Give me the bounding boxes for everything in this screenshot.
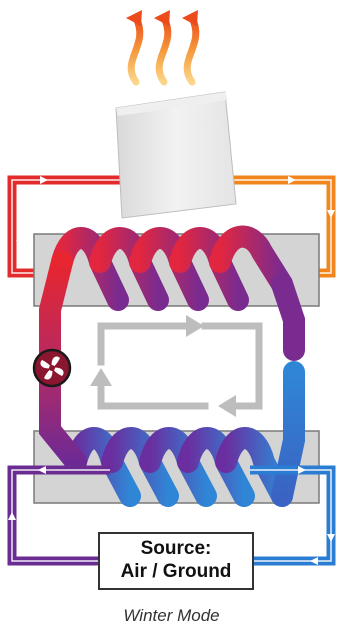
evaporator-coil — [65, 427, 293, 507]
refrigerant-right-bottom-pipe — [271, 361, 305, 507]
mode-caption: Winter Mode — [123, 606, 220, 625]
flow-arrow-icon — [327, 534, 335, 542]
heat-wave-arrowheads — [126, 10, 198, 26]
flow-arrow-icon — [298, 466, 306, 474]
radiator-icon — [115, 91, 237, 219]
source-type: Air / Ground — [120, 561, 232, 582]
cycle-arrowheads — [90, 315, 236, 417]
bottom-source-loop — [7, 465, 336, 566]
flow-arrow-icon — [310, 557, 318, 565]
heat-wave-icon — [127, 14, 200, 86]
source-box: Source: Air / Ground — [98, 532, 254, 590]
fan-icon — [32, 348, 72, 388]
cycle-arrow-icon — [97, 322, 263, 410]
flow-arrow-icon — [38, 466, 46, 474]
flow-arrow-icon — [40, 176, 48, 184]
flow-arrow-icon — [327, 210, 335, 218]
source-label: Source: — [140, 538, 212, 560]
refrigerant-right-top-pipe — [271, 273, 305, 361]
flow-arrow-icon — [16, 240, 24, 248]
flow-arrow-icon — [288, 176, 296, 184]
flow-arrow-icon — [8, 512, 16, 520]
